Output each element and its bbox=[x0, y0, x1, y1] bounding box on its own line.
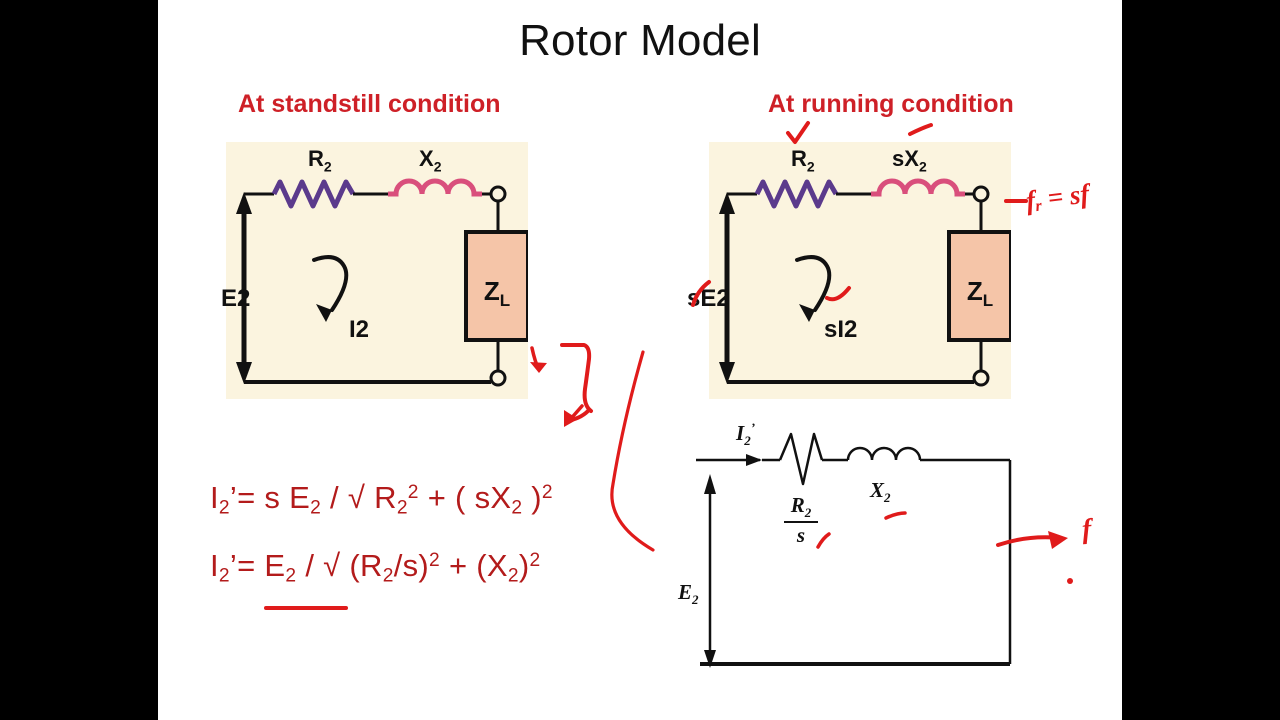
label-reactance-running: sX2 bbox=[892, 146, 927, 175]
arrow-eq2-head bbox=[564, 410, 578, 427]
fraction-numerator: R2 bbox=[790, 493, 812, 521]
arrow-eq1-stroke bbox=[530, 346, 541, 372]
label-resistor-running: R2 bbox=[791, 146, 815, 175]
arrow-eq1-head bbox=[530, 362, 547, 373]
checkmark-reactance-icon bbox=[908, 123, 933, 136]
checkmark-resistor-icon bbox=[786, 121, 810, 144]
circuit-panel-equivalent: I2’ R2 s X2 E2 bbox=[678, 412, 1068, 697]
connector-curve-stroke bbox=[610, 350, 655, 552]
letterbox-left bbox=[0, 0, 158, 720]
circuit-diagram-equivalent bbox=[696, 432, 1012, 668]
label-source-standstill: E2 bbox=[221, 285, 251, 312]
label-resistor-standstill: R2 bbox=[308, 146, 332, 175]
equation-current-standstill: I2’= s E2 / √ R22 + ( sX2 )2 bbox=[210, 480, 553, 519]
fraction-bar bbox=[784, 520, 818, 523]
label-current-equivalent: I2’ bbox=[736, 420, 756, 449]
label-current-running: sI2 bbox=[824, 316, 858, 343]
slide-canvas: Rotor Model At standstill condition At r… bbox=[158, 0, 1122, 720]
page-title: Rotor Model bbox=[519, 16, 761, 65]
handwritten-note-symbol: f bbox=[1080, 513, 1093, 546]
circuit-diagram-standstill: ZL bbox=[236, 178, 528, 387]
brace-equations-stroke bbox=[560, 343, 593, 413]
circuit-panel-running: ZL R2 sX2 sE2 sI2 bbox=[687, 142, 1011, 399]
svg-text:ZL: ZL bbox=[484, 276, 510, 310]
fraction-denominator: s bbox=[796, 522, 806, 547]
load-label-base: Z bbox=[484, 276, 500, 306]
label-reactance-standstill: X2 bbox=[419, 146, 442, 175]
label-source-running: sE2 bbox=[687, 285, 730, 312]
handwritten-note-frequency: fᵣ = sf bbox=[1024, 178, 1091, 216]
caption-standstill: At standstill condition bbox=[238, 90, 501, 118]
equation-current-running: I2’= E2 / √ (R2/s)2 + (X2)2 bbox=[210, 548, 541, 587]
label-current-standstill: I2 bbox=[349, 316, 370, 343]
arrow-eq2-stroke bbox=[566, 404, 584, 424]
label-reactance-equivalent: X2 bbox=[870, 478, 891, 506]
label-source-equivalent: E2 bbox=[678, 580, 699, 608]
letterbox-right bbox=[1122, 0, 1280, 720]
circuit-panel-standstill: ZL R2 X2 E2 I bbox=[221, 142, 528, 399]
brace-tail-stroke bbox=[564, 409, 590, 423]
svg-text:ZL: ZL bbox=[967, 276, 993, 310]
circuit-diagram-running: ZL bbox=[719, 178, 1011, 387]
label-resistor-equivalent: R2 s bbox=[784, 494, 818, 546]
caption-running: At running condition bbox=[768, 90, 1014, 118]
